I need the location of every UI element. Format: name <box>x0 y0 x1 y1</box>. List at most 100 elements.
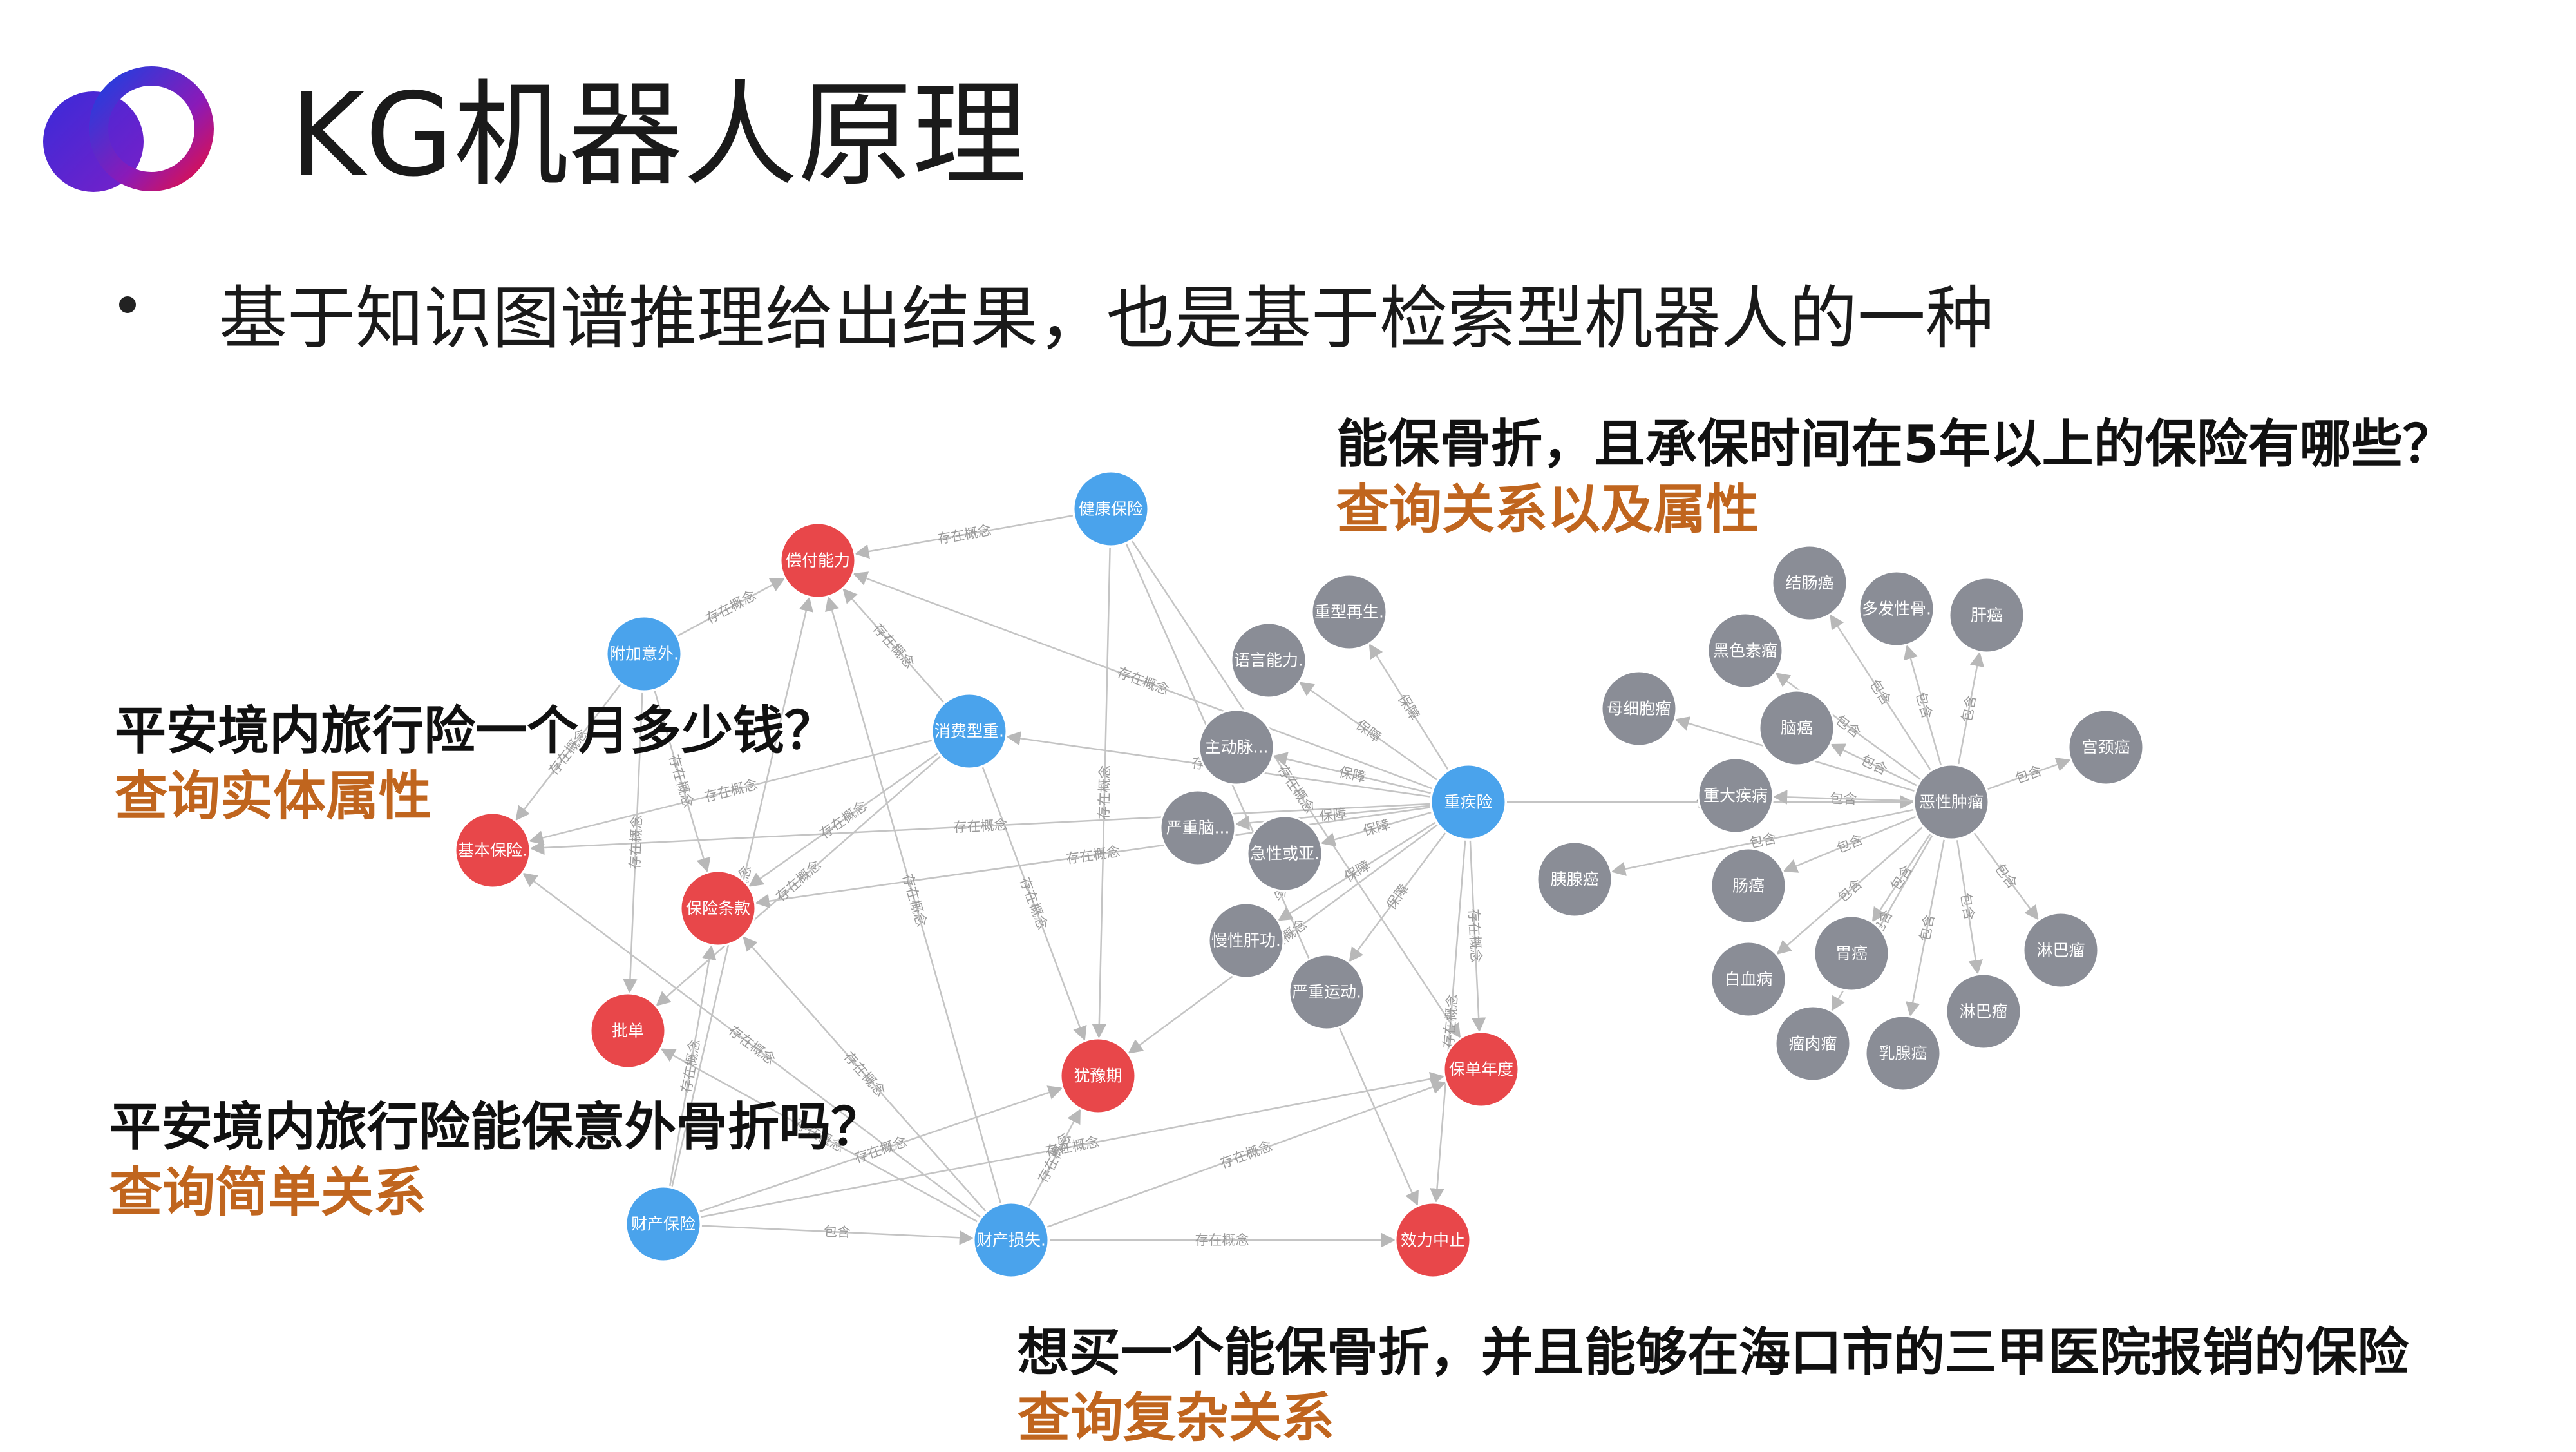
graph-node-label: 乳腺癌 <box>1879 1044 1927 1063</box>
graph-node-jiben[interactable]: 基本保险. <box>454 812 531 889</box>
graph-node-niandu[interactable]: 保单年度 <box>1443 1031 1520 1108</box>
graph-edge-label: 存在概念 <box>936 522 992 547</box>
question-simple-relation: 平安境内旅行险能保意外骨折吗？ 查询简单关系 <box>109 1095 882 1227</box>
graph-node-circle <box>1771 544 1848 622</box>
graph-node-exing[interactable]: 恶性肿瘤 <box>1913 763 1990 841</box>
graph-edge-exing-linba2 <box>1956 840 1983 975</box>
graph-node-chang[interactable]: 肠癌 <box>1710 847 1787 924</box>
graph-node-gongjing[interactable]: 宫颈癌 <box>2067 709 2145 786</box>
graph-node-jixing[interactable]: 急性或亚. <box>1246 815 1323 892</box>
graph-edge-label: 包含 <box>1867 677 1895 708</box>
question-category: 查询复杂关系 <box>1018 1388 1335 1449</box>
graph-node-circle <box>931 693 1008 770</box>
graph-node-youyu[interactable]: 犹豫期 <box>1059 1037 1137 1114</box>
graph-node-jiechang[interactable]: 结肠癌 <box>1771 544 1848 622</box>
graph-edge-zhongji-jiben <box>529 803 1430 855</box>
graph-node-label: 保单年度 <box>1449 1060 1513 1079</box>
graph-node-caichan[interactable]: 财产保险 <box>625 1185 702 1263</box>
graph-node-heise[interactable]: 黑色素瘤 <box>1707 612 1784 689</box>
graph-node-yixian[interactable]: 胰腺癌 <box>1536 841 1613 918</box>
graph-node-circle <box>972 1201 1050 1279</box>
graph-node-muxibao[interactable]: 母细胞瘤 <box>1600 670 1678 747</box>
graph-node-label: 严重运动. <box>1292 983 1361 1002</box>
graph-node-zhudong[interactable]: 主动脉... <box>1198 709 1275 786</box>
graph-node-zaisheng[interactable]: 重型再生. <box>1311 573 1388 651</box>
graph-node-tiaokuan[interactable]: 保险条款 <box>679 870 757 947</box>
graph-edge-exing-zhongda <box>1772 790 1913 805</box>
bullet-marker <box>119 296 136 313</box>
graph-node-pidan[interactable]: 批单 <box>589 992 667 1069</box>
graph-edge-xiaofei-youyu <box>981 767 1087 1041</box>
graph-edge-fujia-pidan <box>623 692 643 994</box>
graph-node-xiaofei[interactable]: 消费型重. <box>931 693 1008 770</box>
graph-node-nao[interactable]: 脑癌 <box>1758 689 1835 767</box>
graph-node-baixue[interactable]: 白血病 <box>1710 941 1787 1018</box>
question-text: 能保骨折，且承保时间在5年以上的保险有哪些？ <box>1336 414 2454 474</box>
graph-edge-zhongji-zhudong <box>1273 752 1431 794</box>
graph-edge-label: 保障 <box>1338 764 1367 785</box>
graph-edge-zhongji-yuyan <box>1299 682 1437 781</box>
graph-node-jiankang[interactable]: 健康保险 <box>1072 470 1150 548</box>
graph-node-yanzhongnao[interactable]: 严重脑... <box>1159 789 1236 866</box>
graph-node-label: 恶性肿瘤 <box>1919 793 1984 812</box>
graph-edge-sunshi-changfu <box>825 596 1001 1203</box>
graph-edge-label: 保障 <box>1395 691 1423 722</box>
graph-node-label: 淋巴瘤 <box>2036 941 2085 960</box>
graph-node-circle <box>1198 709 1275 786</box>
graph-edge-label: 保障 <box>1353 717 1384 745</box>
graph-node-linba2[interactable]: 淋巴瘤 <box>1945 973 2022 1050</box>
graph-node-yundong[interactable]: 严重运动. <box>1288 953 1365 1031</box>
graph-edge-label: 存在概念 <box>953 817 1008 835</box>
graph-node-duofa[interactable]: 多发性骨. <box>1858 570 1935 647</box>
graph-node-yuyan[interactable]: 语言能力. <box>1230 622 1307 699</box>
graph-node-changfu[interactable]: 偿付能力 <box>779 522 857 599</box>
graph-edge-label: 存在概念 <box>870 620 918 671</box>
graph-node-rouliu[interactable]: 瘤肉瘤 <box>1774 1005 1852 1082</box>
graph-node-circle <box>1600 670 1678 747</box>
graph-edge-jiankang-youyu <box>1092 547 1111 1039</box>
graph-node-circle <box>589 992 667 1069</box>
graph-edge-zhongji-jixing <box>1320 812 1432 847</box>
graph-node-circle <box>1945 973 2022 1050</box>
graph-edge-sunshi-pidan <box>660 1048 978 1223</box>
graph-edge-exing-yixian <box>1611 808 1914 876</box>
graph-node-zhongji[interactable]: 重疾险 <box>1430 763 1507 841</box>
graph-node-circle <box>1913 763 1990 841</box>
graph-node-fujia[interactable]: 附加意外. <box>605 615 683 693</box>
graph-node-circle <box>625 1185 702 1263</box>
graph-node-label: 脑癌 <box>1781 719 1813 738</box>
graph-node-circle <box>1059 1037 1137 1114</box>
graph-edge-label: 存在概念 <box>1115 665 1171 698</box>
graph-edge-label: 存在概念 <box>726 1023 779 1068</box>
graph-node-label: 黑色素瘤 <box>1713 642 1777 660</box>
graph-edge-label: 存在概念 <box>627 815 645 870</box>
graph-node-wei[interactable]: 胃癌 <box>1813 915 1890 992</box>
graph-node-linba1[interactable]: 淋巴瘤 <box>2022 912 2099 989</box>
graph-edge-exing-duofa <box>1904 644 1942 765</box>
graph-node-zhongda[interactable]: 重大疾病 <box>1697 757 1774 834</box>
graph-edge-label: 保障 <box>1383 881 1412 912</box>
graph-node-label: 保险条款 <box>686 899 750 918</box>
graph-node-label: 慢性肝功. <box>1211 931 1281 950</box>
graph-node-xiaoli[interactable]: 效力中止 <box>1394 1201 1472 1279</box>
graph-node-circle <box>1443 1031 1520 1108</box>
graph-edge-exing-ruxian <box>1906 839 1945 1017</box>
graph-edge-jiankang-changfu <box>854 515 1074 559</box>
graph-node-manxing[interactable]: 慢性肝功. <box>1208 902 1285 979</box>
graph-edge-label: 存在概念 <box>1466 908 1484 963</box>
graph-edge-label: 保障 <box>1319 806 1347 824</box>
graph-node-circle <box>779 522 857 599</box>
question-entity-attribute: 平安境内旅行险一个月多少钱？ 查询实体属性 <box>115 699 836 830</box>
graph-edge-zhongji-xiaoli <box>1430 840 1466 1203</box>
graph-edge-sunshi-youyu <box>1028 1109 1081 1207</box>
graph-node-circle <box>2067 709 2145 786</box>
graph-node-circle <box>605 615 683 693</box>
graph-node-ruxian[interactable]: 乳腺癌 <box>1864 1015 1942 1092</box>
logo-ring <box>89 66 214 191</box>
graph-node-sunshi[interactable]: 财产损失. <box>972 1201 1050 1279</box>
graph-node-gan[interactable]: 肝癌 <box>1948 577 2025 654</box>
graph-node-label: 批单 <box>612 1022 644 1040</box>
graph-node-circle <box>1813 915 1890 992</box>
graph-edge-xiaofei-changfu <box>842 588 945 703</box>
graph-edge-exing-wei <box>1871 834 1931 922</box>
